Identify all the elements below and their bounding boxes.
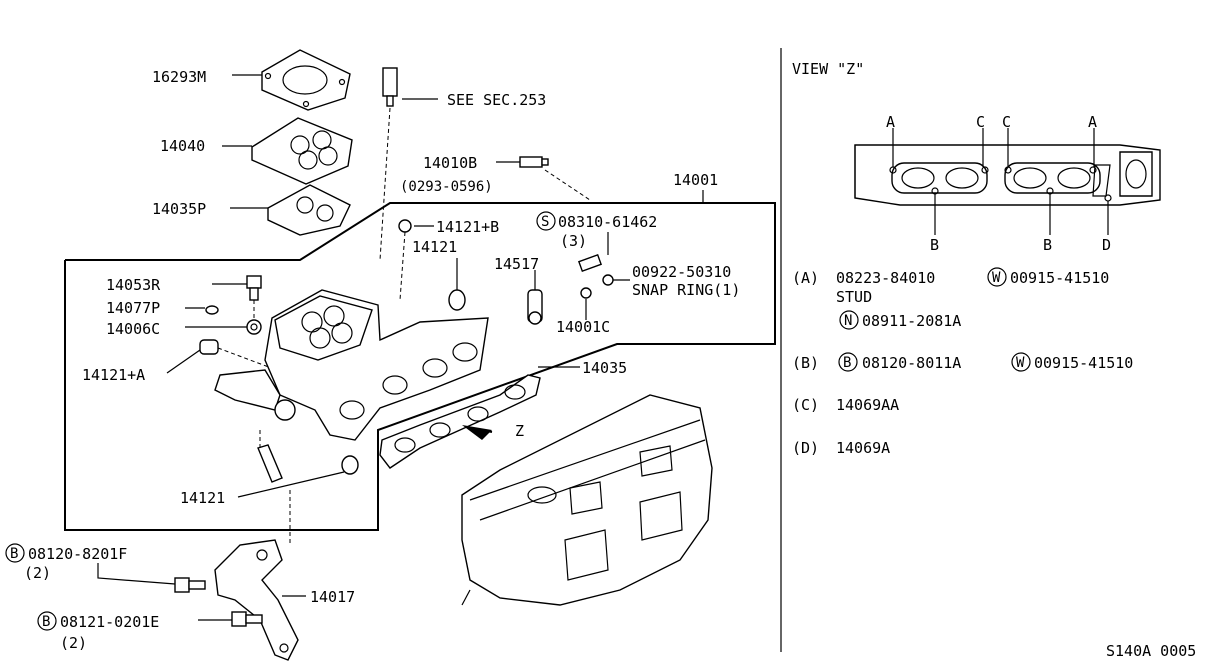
legend-c-key: (C): [792, 396, 819, 414]
label-14121-bottom: 14121: [180, 489, 225, 507]
view-z-manifold-gasket: [854, 144, 1161, 206]
label-snap-ring: SNAP RING(1): [632, 281, 740, 299]
view-label-b1: B: [930, 236, 939, 254]
bolt-08121-0201E: [231, 611, 263, 627]
label-14040: 14040: [160, 137, 205, 155]
view-z-title: VIEW "Z": [792, 60, 864, 78]
view-label-a2: A: [1088, 113, 1097, 131]
figure-code: S140A 0005: [1106, 642, 1196, 660]
legend-b: (B) B 08120-8011A W 00915-41510: [792, 352, 1133, 372]
legend-a: (A) 08223-84010 W 00915-41510 STUD N 089…: [792, 267, 1109, 330]
view-label-b2: B: [1043, 236, 1052, 254]
label-14121A: 14121+A: [82, 366, 145, 384]
part-14077P: [205, 305, 219, 315]
gasket-14035: [379, 374, 541, 469]
legend-b-part1: 08120-8011A: [862, 354, 961, 372]
label-08120-8201F: 08120-8201F: [28, 545, 127, 563]
label-14006C: 14006C: [106, 320, 160, 338]
b-bolt-1-label: B 08120-8201F (2): [5, 543, 127, 582]
label-08121-qty: (2): [60, 634, 87, 652]
legend-b-part2: 00915-41510: [1034, 354, 1133, 372]
symbol-b: B: [10, 546, 18, 562]
label-14010B: 14010B: [423, 154, 477, 172]
legend-b-key: (B): [792, 354, 819, 372]
gasket-14035P: [267, 184, 351, 236]
s-bolt-label: S 08310-61462 (3): [536, 211, 657, 250]
label-14077P: 14077P: [106, 299, 160, 317]
view-label-c2: C: [1002, 113, 1011, 131]
symbol-b: B: [42, 614, 50, 630]
bolt-14010B: [519, 156, 549, 168]
label-14121B: 14121+B: [436, 218, 499, 236]
symbol-n: N: [844, 313, 852, 329]
legend-a-part2: 00915-41510: [1010, 269, 1109, 287]
engine-cylinder-head: [461, 394, 713, 606]
label-08310-61462: 08310-61462: [558, 213, 657, 231]
symbol-b: B: [843, 355, 851, 371]
legend-c: (C) 14069AA: [792, 396, 899, 414]
part-14053R: [246, 275, 262, 301]
label-16293M: 16293M: [152, 68, 206, 86]
label-08310-qty: (3): [560, 232, 587, 250]
view-label-d: D: [1102, 236, 1111, 254]
label-14517: 14517: [494, 255, 539, 273]
washer-14006C: [246, 319, 262, 335]
legend-d-key: (D): [792, 439, 819, 457]
gasket-14040: [251, 117, 353, 185]
plug-14121-top: [448, 289, 466, 311]
b-bolt-2-label: B 08121-0201E (2): [37, 611, 159, 652]
symbol-w: W: [992, 270, 1001, 286]
label-z: Z: [515, 422, 524, 440]
plug-14121-bottom: [341, 455, 359, 475]
view-label-a1: A: [886, 113, 895, 131]
legend-c-part: 14069AA: [836, 396, 899, 414]
valve-14517: [527, 289, 543, 325]
bracket-14017: [214, 539, 299, 661]
bolt-08120-8201F: [174, 577, 206, 593]
legend-a-stud: STUD: [836, 288, 872, 306]
label-14017: 14017: [310, 588, 355, 606]
label-08121-0201E: 08121-0201E: [60, 613, 159, 631]
label-see-sec-253: SEE SEC.253: [447, 91, 546, 109]
legend-a-part1: 08223-84010: [836, 269, 935, 287]
snap-ring-00922: [602, 274, 614, 286]
plug-14121A: [199, 339, 219, 355]
part-14001C: [580, 287, 592, 299]
legend-a-key: (A): [792, 269, 819, 287]
sensor-part: [382, 67, 398, 107]
label-14053R: 14053R: [106, 276, 161, 294]
label-14035: 14035: [582, 359, 627, 377]
intake-manifold: [214, 289, 489, 483]
label-14010B-range: (0293-0596): [400, 179, 493, 195]
bolt-08310-61462: [577, 253, 603, 273]
symbol-s: S: [541, 214, 549, 230]
label-14001: 14001: [673, 171, 718, 189]
view-z-arrow: [462, 425, 493, 440]
label-14001C: 14001C: [556, 318, 610, 336]
legend-a-part3: 08911-2081A: [862, 312, 961, 330]
legend-d-part: 14069A: [836, 439, 890, 457]
legend-d: (D) 14069A: [792, 439, 890, 457]
view-label-c1: C: [976, 113, 985, 131]
label-14035P: 14035P: [152, 200, 206, 218]
label-14121-top: 14121: [412, 238, 457, 256]
gasket-16293M: [261, 49, 351, 111]
label-08120-qty: (2): [24, 564, 51, 582]
label-00922-50310: 00922-50310: [632, 263, 731, 281]
plug-14121B: [398, 219, 412, 233]
symbol-w: W: [1016, 355, 1025, 371]
assembly-outline-14001: [64, 202, 776, 531]
